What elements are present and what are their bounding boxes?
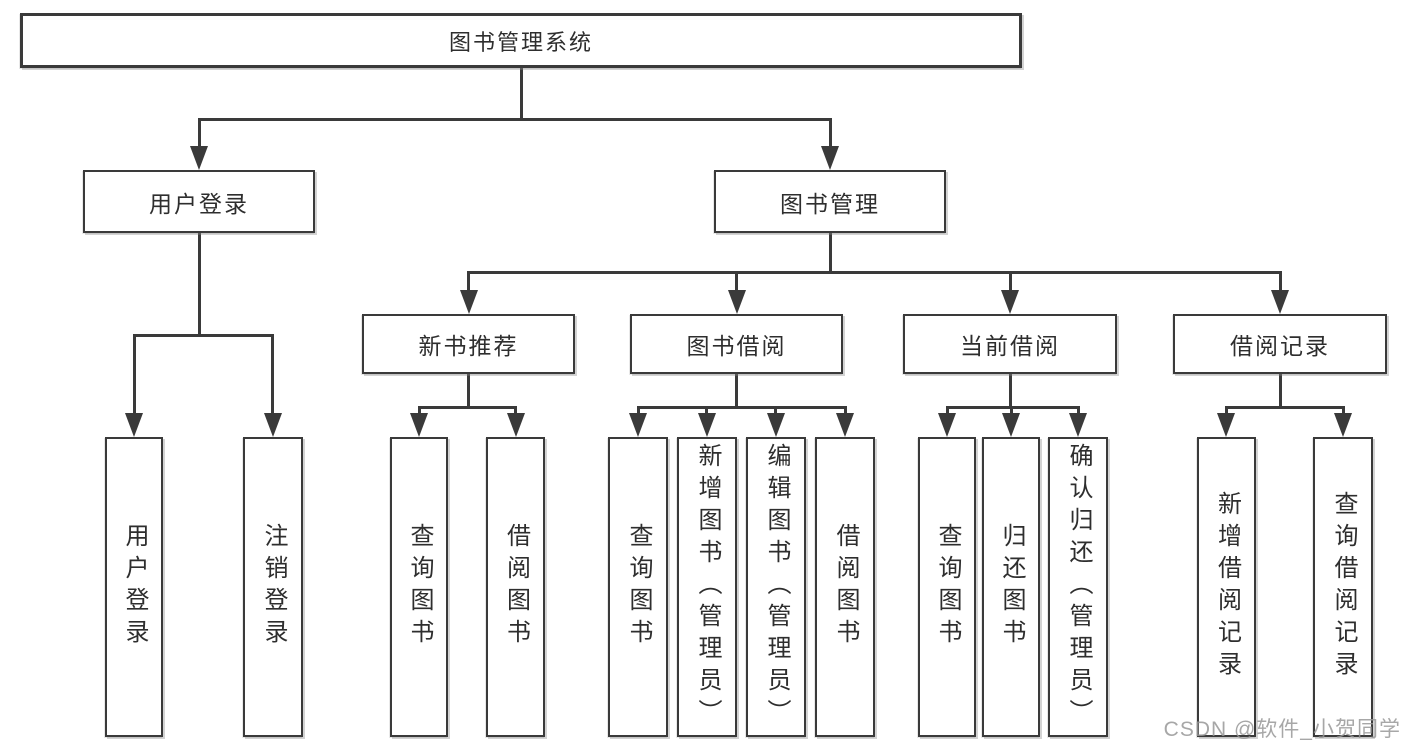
leaf-label: 借阅图书 bbox=[832, 523, 859, 651]
node-label: 图书借阅 bbox=[686, 333, 787, 359]
arrowhead-down-icon bbox=[629, 413, 647, 437]
leaf-label: 新增图书（管理员） bbox=[694, 443, 721, 731]
leaf-label: 确认归还（管理员） bbox=[1065, 443, 1092, 731]
node-label: 当前借阅 bbox=[960, 333, 1060, 359]
connector-line bbox=[519, 68, 523, 119]
connector-line bbox=[945, 407, 949, 417]
leaf-borrow-books-recommend: 借阅图书 bbox=[486, 437, 545, 737]
connector-line bbox=[271, 335, 274, 417]
node-library-management-system: 图书管理系统 bbox=[20, 13, 1022, 68]
connector-line bbox=[843, 407, 847, 417]
connector-line bbox=[636, 407, 640, 417]
arrowhead-down-icon bbox=[1217, 413, 1235, 437]
connector-line bbox=[828, 233, 832, 272]
connector-line bbox=[636, 405, 847, 409]
leaf-label: 查询图书 bbox=[934, 523, 961, 651]
leaf-query-books-borrowing: 查询图书 bbox=[608, 437, 668, 737]
connector-line bbox=[1008, 374, 1012, 407]
connector-line bbox=[417, 407, 421, 417]
node-label: 用户登录 bbox=[149, 190, 249, 217]
node-user-login: 用户登录 bbox=[83, 170, 315, 233]
connector-line bbox=[828, 119, 832, 150]
leaf-add-borrow-record: 新增借阅记录 bbox=[1197, 437, 1256, 737]
arrowhead-down-icon bbox=[727, 290, 746, 314]
leaf-label: 查询图书 bbox=[625, 523, 652, 651]
arrowhead-down-icon bbox=[190, 146, 208, 170]
leaf-label: 借阅图书 bbox=[502, 523, 530, 651]
watermark: CSDN @软件_小贺同学 bbox=[1163, 718, 1401, 741]
connector-line bbox=[1224, 405, 1345, 409]
arrowhead-down-icon bbox=[766, 413, 785, 437]
leaf-label: 编辑图书（管理员） bbox=[763, 443, 790, 731]
node-label: 图书管理系统 bbox=[448, 29, 593, 55]
arrowhead-down-icon bbox=[821, 146, 839, 170]
leaf-confirm-return-admin: 确认归还（管理员） bbox=[1048, 437, 1108, 737]
arrowhead-down-icon bbox=[1069, 413, 1087, 437]
connector-line bbox=[735, 374, 738, 407]
connector-line bbox=[467, 272, 470, 294]
node-borrowing-records: 借阅记录 bbox=[1173, 314, 1387, 374]
connector-line bbox=[1278, 272, 1282, 294]
connector-line bbox=[1076, 407, 1080, 417]
leaf-return-books: 归还图书 bbox=[982, 437, 1040, 737]
arrowhead-down-icon bbox=[836, 413, 854, 437]
arrowhead-down-icon bbox=[1002, 413, 1020, 437]
connector-line bbox=[417, 405, 517, 409]
connector-line bbox=[1008, 272, 1012, 294]
arrowhead-down-icon bbox=[506, 413, 525, 437]
leaf-label: 用户登录 bbox=[121, 523, 148, 651]
arrowhead-down-icon bbox=[459, 290, 478, 314]
leaf-logout: 注销登录 bbox=[243, 437, 303, 737]
leaf-label: 查询借阅记录 bbox=[1330, 491, 1357, 683]
node-label: 新书推荐 bbox=[418, 333, 519, 359]
connector-line bbox=[945, 405, 1080, 409]
node-current-borrowing: 当前借阅 bbox=[903, 314, 1117, 374]
node-label: 图书管理 bbox=[780, 190, 880, 217]
connector-line bbox=[514, 407, 517, 417]
connector-line bbox=[735, 272, 738, 294]
connector-line bbox=[705, 407, 708, 417]
node-new-book-recommendation: 新书推荐 bbox=[362, 314, 575, 374]
connector-line bbox=[1009, 407, 1013, 417]
leaf-user-login: 用户登录 bbox=[105, 437, 163, 737]
connector-line bbox=[197, 233, 201, 335]
connector-line bbox=[1341, 407, 1345, 417]
connector-line bbox=[1278, 374, 1282, 407]
connector-line bbox=[1224, 407, 1228, 417]
arrowhead-down-icon bbox=[1334, 413, 1352, 437]
connector-line bbox=[197, 117, 832, 121]
arrowhead-down-icon bbox=[125, 413, 143, 437]
connector-line bbox=[467, 270, 1282, 274]
connector-line bbox=[774, 407, 777, 417]
leaf-query-books-recommend: 查询图书 bbox=[390, 437, 448, 737]
leaf-add-book-admin: 新增图书（管理员） bbox=[677, 437, 737, 737]
leaf-label: 注销登录 bbox=[260, 523, 287, 651]
connector-line bbox=[132, 335, 136, 417]
arrowhead-down-icon bbox=[1001, 290, 1019, 314]
leaf-query-books-current: 查询图书 bbox=[918, 437, 976, 737]
leaf-query-borrow-record: 查询借阅记录 bbox=[1313, 437, 1373, 737]
arrowhead-down-icon bbox=[697, 413, 716, 437]
leaf-label: 归还图书 bbox=[998, 523, 1025, 651]
arrowhead-down-icon bbox=[410, 413, 428, 437]
node-label: 借阅记录 bbox=[1230, 333, 1330, 359]
arrowhead-down-icon bbox=[938, 413, 956, 437]
connector-line bbox=[197, 119, 201, 150]
leaf-label: 查询图书 bbox=[406, 523, 433, 651]
leaf-label: 新增借阅记录 bbox=[1213, 491, 1241, 683]
node-book-borrowing: 图书借阅 bbox=[630, 314, 843, 374]
leaf-borrow-books-borrowing: 借阅图书 bbox=[815, 437, 875, 737]
arrowhead-down-icon bbox=[1271, 290, 1289, 314]
connector-line bbox=[467, 374, 470, 407]
arrowhead-down-icon bbox=[263, 413, 282, 437]
connector-line bbox=[132, 333, 274, 337]
leaf-edit-book-admin: 编辑图书（管理员） bbox=[746, 437, 806, 737]
node-book-management: 图书管理 bbox=[714, 170, 946, 233]
